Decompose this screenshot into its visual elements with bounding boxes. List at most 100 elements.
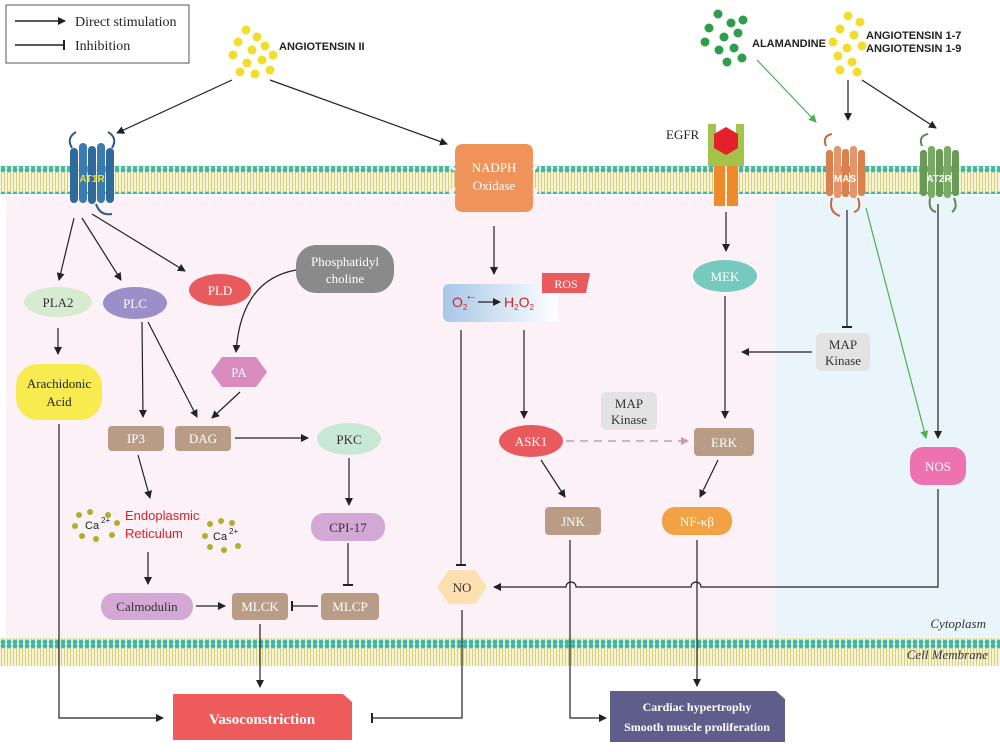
mlcp-node: MLCP [321,593,379,620]
arrow-at1r-to-plc [81,217,122,281]
arrow-at1r-to-pla2 [56,217,75,281]
ask1-label: ASK1 [515,434,548,449]
legend-direct-label: Direct stimulation [75,15,176,30]
blue-cytoplasm-region [776,196,1000,638]
at2r-receptor: AT2R [919,133,959,213]
egfr-receptor: EGFR [666,124,744,206]
at1r-label: AT1R [79,174,105,185]
map-kinase-mid-label-2: Kinase [611,412,647,427]
cardiac-label-1: Cardiac hypertrophy [643,700,752,714]
no-label: NO [453,580,472,595]
vasoconstriction-label: Vasoconstriction [209,712,316,728]
arrow-arach-to-vaso [58,424,164,722]
plc-node: PLC [103,287,167,319]
arrow-ang2-to-at1r [116,79,233,134]
egfr-label: EGFR [666,127,700,142]
arrow-ang17-to-at2r [861,79,937,129]
superoxide-label: O2•− [452,293,475,312]
no-node: NO [437,570,487,604]
cardiac-label-2: Smooth muscle proliferation [624,720,770,734]
calmodulin-label: Calmodulin [116,599,178,614]
cpi17-label: CPI-17 [329,520,367,535]
pld-node: PLD [189,274,251,306]
h2o2-label: H2O2 [504,294,534,312]
pla2-node: PLA2 [24,287,92,317]
arrow-ip3-to-er [137,454,152,499]
ros-tag: ROS [542,273,590,293]
map-kinase-mid-node: MAP Kinase [601,392,657,430]
pkc-node: PKC [317,423,381,455]
arrow-ask1-to-jnk [540,459,566,498]
alamandine-molecules [700,9,748,67]
arrow-nos-to-no [493,489,939,591]
nos-node: NOS [910,447,966,485]
map-kinase-right-label-1: MAP [829,337,857,352]
erk-node: ERK [694,428,754,456]
pa-node: PA [211,357,267,387]
angiotensin-1-7-label: ANGIOTENSIN 1-7 [866,30,961,42]
calmodulin-node: Calmodulin [101,593,193,620]
arrow-ang2-to-nadph [269,79,448,146]
at1r-receptor: AT1R [68,131,116,216]
arachidonic-label-1: Arachidonic [27,376,91,391]
ask1-node: ASK1 [499,425,563,457]
dag-node: DAG [175,426,231,451]
plc-label: PLC [123,296,147,311]
calcium-cluster-right [202,518,241,553]
pa-label: PA [231,365,247,380]
mek-node: MEK [693,260,757,292]
map-kinase-right-node: MAP Kinase [816,333,870,371]
calcium-label-right: Ca [213,531,228,543]
angiotensin-1-9-label: ANGIOTENSIN 1-9 [866,43,961,55]
mas-receptor: MAS [823,133,865,217]
cell-membrane-label: Cell Membrane [907,647,988,662]
mas-label: MAS [834,174,857,185]
arrow-erk-to-nfkb [699,459,719,498]
map-kinase-right-label-2: Kinase [825,353,861,368]
legend-inhibition-label: Inhibition [75,39,130,54]
at2r-label: AT2R [926,174,952,185]
arrow-plc-to-ip3 [138,321,147,418]
legend-box [5,4,190,64]
cytoplasm-label: Cytoplasm [930,616,986,631]
phosphatidyl-choline-node: Phosphatidyl choline [296,245,394,293]
nfkb-label: NF-κβ [680,514,714,529]
angiotensin-1-7-molecules [828,11,867,77]
calcium-label-left: Ca [85,520,100,532]
alamandine-label: ALAMANDINE [752,38,826,50]
phosphatidyl-label-1: Phosphatidyl [311,254,379,269]
calcium-charge-left: 2+ [101,516,110,525]
calcium-charge-right: 2+ [229,527,238,536]
nos-label: NOS [925,459,951,474]
mlcp-label: MLCP [332,599,367,614]
er-label-1: Endoplasmic [125,508,200,523]
cpi17-node: CPI-17 [311,513,385,541]
arrow-at1r-to-pld [91,213,186,272]
phosphatidyl-label-2: choline [326,271,364,286]
map-kinase-mid-label-1: MAP [615,396,643,411]
pkc-label: PKC [336,432,361,447]
mlck-label: MLCK [241,599,279,614]
bottom-membrane [0,638,1000,666]
mlck-node: MLCK [232,593,288,620]
cardiac-hypertrophy-box: Cardiac hypertrophy Smooth muscle prolif… [610,691,785,742]
arachidonic-label-2: Acid [46,394,72,409]
jnk-label: JNK [561,514,585,529]
ip3-node: IP3 [108,426,164,451]
arrow-jnk-to-cardiac [569,540,607,722]
inhibit-no-to-vaso [371,610,463,723]
ip3-label: IP3 [127,431,145,446]
ros-label: ROS [554,277,577,291]
vasoconstriction-box: Vasoconstriction [173,694,352,740]
er-label-2: Reticulum [125,526,183,541]
mek-label: MEK [711,269,741,284]
arrow-alamandine-to-mas [756,59,817,123]
nadph-label-2: Oxidase [473,178,516,193]
nadph-label-1: NADPH [472,160,517,175]
arrow-mas-to-nos [865,207,929,439]
jnk-node: JNK [545,507,601,535]
calcium-cluster-left [72,509,120,542]
dag-label: DAG [189,431,217,446]
pla2-label: PLA2 [42,295,73,310]
